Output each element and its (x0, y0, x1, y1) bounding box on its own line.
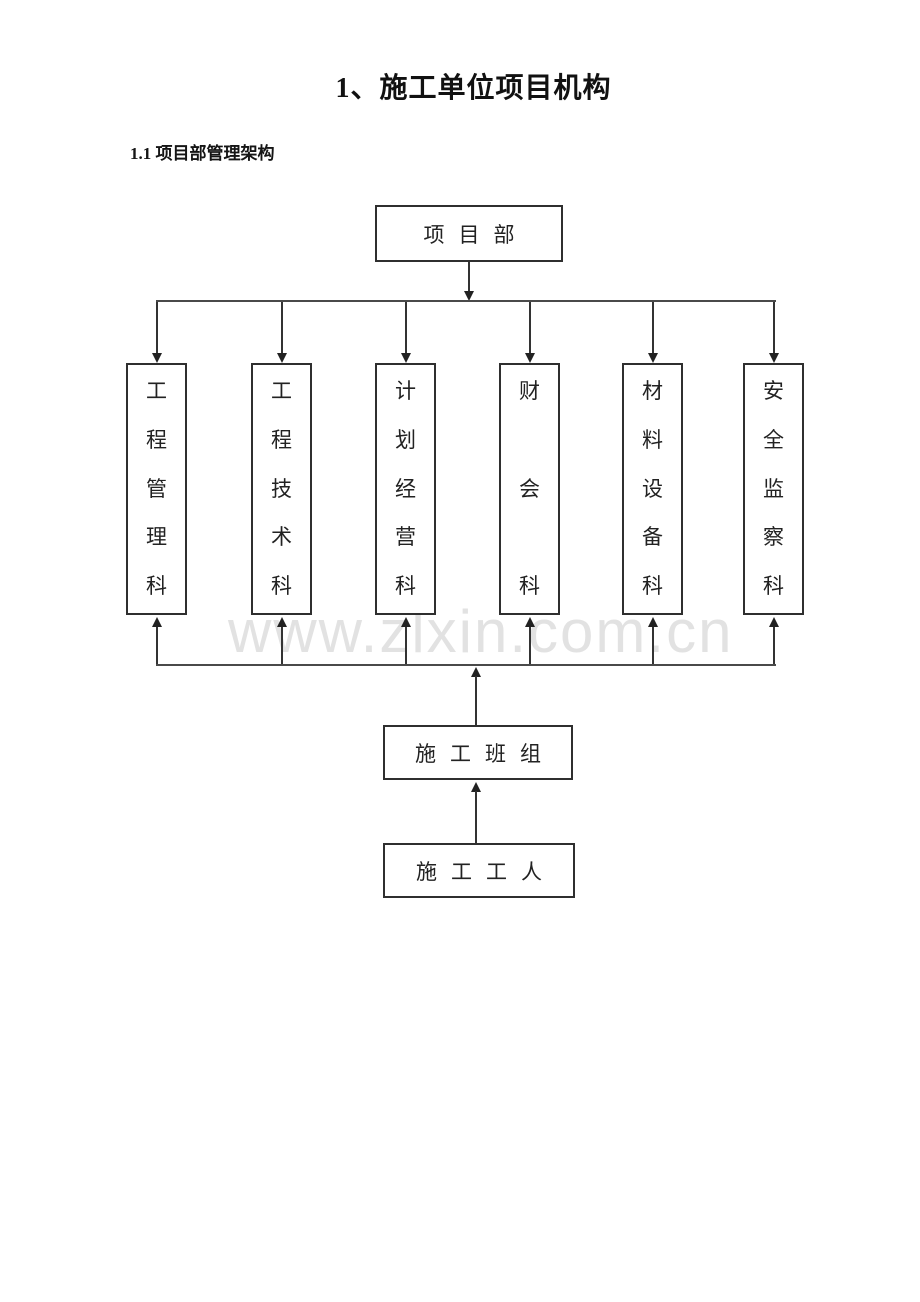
arrowhead-up-icon (648, 617, 658, 627)
org-node-label: 施工班组 (415, 741, 555, 766)
arrowhead-down-icon (401, 353, 411, 363)
connector-drop (773, 302, 775, 353)
dept-label: 工程管理科 (146, 379, 167, 598)
org-node-label: 施工工人 (416, 859, 556, 884)
connector-rise (405, 627, 407, 664)
arrowhead-down-icon (464, 291, 474, 301)
org-node-finance-accounting: 财会科 (499, 363, 560, 615)
connector-worker-rise (475, 791, 477, 843)
arrowhead-down-icon (525, 353, 535, 363)
dept-label: 计划经营科 (395, 379, 416, 598)
section-heading: 1.1 项目部管理架构 (130, 144, 275, 163)
connector-rise (529, 627, 531, 664)
org-node-construction-crew: 施工班组 (383, 725, 573, 780)
arrowhead-up-icon (277, 617, 287, 627)
connector-rise (773, 627, 775, 664)
org-node-label: 项目部 (423, 222, 529, 247)
connector-rise (156, 627, 158, 664)
org-node-engineering-management: 工程管理科 (126, 363, 187, 615)
connector-rise (281, 627, 283, 664)
connector-drop (652, 302, 654, 353)
dept-label: 安全监察科 (763, 379, 784, 598)
dept-label: 材料设备科 (642, 379, 663, 598)
arrowhead-down-icon (769, 353, 779, 363)
page-title: 1、施工单位项目机构 (335, 73, 612, 104)
org-node-safety-supervision: 安全监察科 (743, 363, 804, 615)
connector-drop (156, 302, 158, 353)
connector-drop (405, 302, 407, 353)
arrowhead-up-icon (471, 667, 481, 677)
connector-root-drop (468, 262, 470, 291)
org-node-construction-workers: 施工工人 (383, 843, 575, 898)
arrowhead-up-icon (401, 617, 411, 627)
arrowhead-up-icon (471, 782, 481, 792)
connector-drop (529, 302, 531, 353)
arrowhead-up-icon (152, 617, 162, 627)
connector-bottom-horizontal (156, 664, 776, 666)
org-node-engineering-technology: 工程技术科 (251, 363, 312, 615)
connector-rise (652, 627, 654, 664)
org-node-planning-operations: 计划经营科 (375, 363, 436, 615)
arrowhead-down-icon (648, 353, 658, 363)
arrowhead-down-icon (277, 353, 287, 363)
connector-drop (281, 302, 283, 353)
connector-top-horizontal (156, 300, 776, 302)
dept-label: 工程技术科 (271, 379, 292, 598)
org-node-materials-equipment: 材料设备科 (622, 363, 683, 615)
arrowhead-up-icon (769, 617, 779, 627)
arrowhead-down-icon (152, 353, 162, 363)
arrowhead-up-icon (525, 617, 535, 627)
connector-crew-rise (475, 676, 477, 725)
org-node-project-department: 项目部 (375, 205, 563, 262)
dept-label: 财会科 (519, 379, 540, 598)
